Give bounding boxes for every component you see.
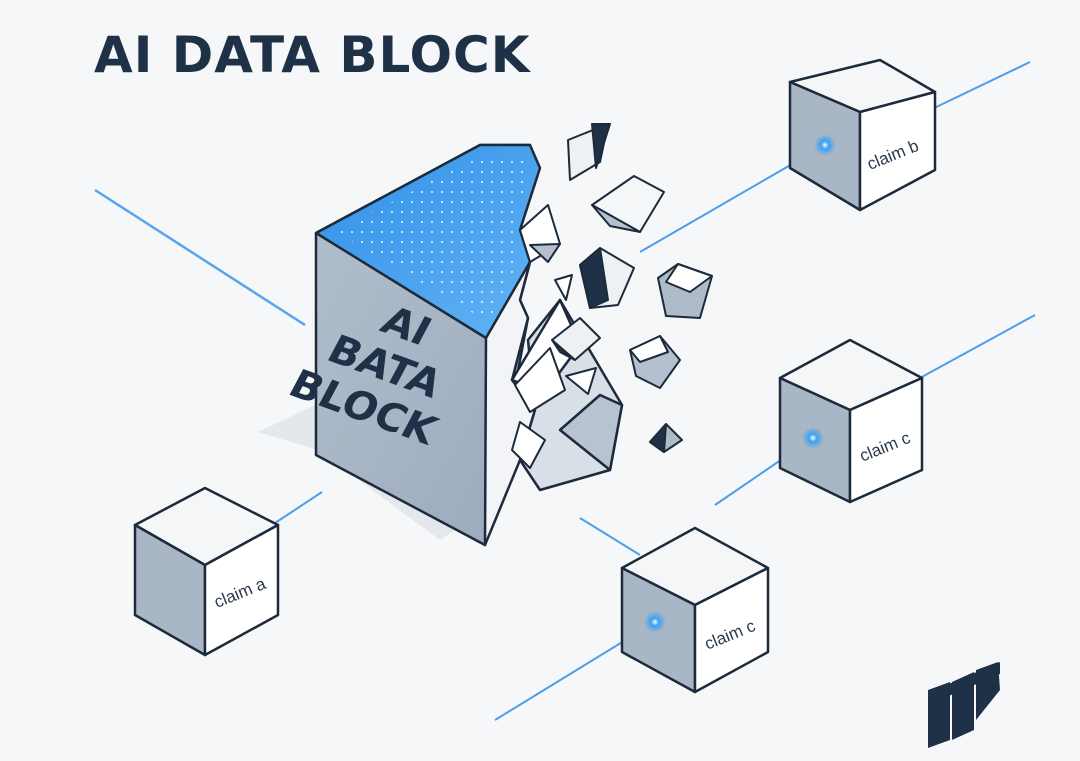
fragment bbox=[591, 175, 665, 233]
shard-inner-2 bbox=[558, 393, 624, 472]
claim-cube-c-right: claim c bbox=[778, 338, 924, 504]
fragment bbox=[591, 123, 611, 169]
cube-right-face bbox=[858, 90, 937, 212]
port-glow bbox=[644, 611, 666, 633]
beam-left bbox=[94, 188, 306, 327]
port-glow bbox=[814, 134, 836, 156]
cube-right-face bbox=[203, 523, 280, 657]
fragment bbox=[591, 204, 641, 233]
fragment bbox=[579, 247, 609, 309]
fragment bbox=[649, 423, 667, 453]
fragment bbox=[514, 347, 566, 413]
beam-claim-b-out bbox=[929, 61, 1031, 111]
brand-logo-icon bbox=[928, 662, 1000, 748]
main-block-top-pattern bbox=[336, 155, 530, 322]
fragment bbox=[565, 367, 597, 395]
fragment bbox=[554, 274, 573, 301]
port-glow bbox=[802, 427, 824, 449]
flying-fragments bbox=[511, 123, 713, 469]
fragment bbox=[629, 335, 669, 363]
fragment bbox=[529, 243, 561, 263]
beam-claim-c-right-out bbox=[919, 314, 1036, 379]
light-beams bbox=[94, 61, 1036, 721]
cube-right-face bbox=[693, 566, 770, 694]
page-title: AI DATA BLOCK bbox=[94, 26, 531, 84]
fragment bbox=[665, 263, 713, 293]
claim-cube-a: claim a bbox=[133, 486, 280, 657]
claim-cube-c-bottom: claim c bbox=[620, 526, 770, 694]
beam-claim-c-bottom-in bbox=[579, 517, 641, 556]
fragment bbox=[551, 339, 576, 361]
main-data-block: AI BATA BLOCK bbox=[282, 143, 624, 547]
fragment bbox=[511, 421, 546, 469]
claim-cube-b: claim b bbox=[788, 58, 937, 212]
cube-right-face bbox=[848, 376, 924, 504]
beam-claim-a bbox=[271, 491, 323, 526]
